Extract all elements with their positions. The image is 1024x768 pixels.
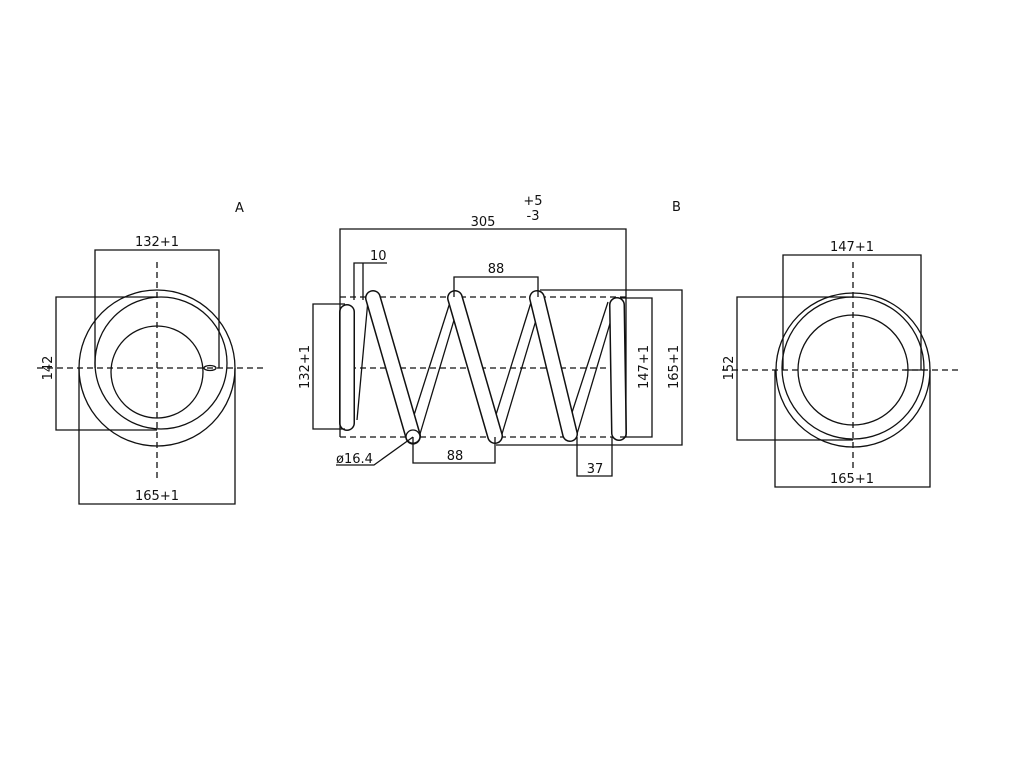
middle-coil: [94, 296, 228, 430]
tol-plus: +5: [523, 194, 542, 209]
tol-minus: -3: [527, 209, 540, 224]
dim-left-dia: 132+1: [298, 345, 313, 389]
dim-outer-dia: 165+1: [135, 489, 179, 504]
dim-length: 305: [471, 215, 496, 230]
view-label-a: A: [235, 201, 244, 216]
end-view-a: A 132+1 142 165+1: [37, 201, 265, 505]
dim-height-b: 152: [722, 356, 737, 381]
wire-end: [203, 364, 217, 372]
dim-wire: ø16.4: [336, 452, 373, 467]
dim-outer-dia-b: 165+1: [830, 472, 874, 487]
dim-pitch-bottom: 88: [447, 449, 464, 464]
dim-right-dia: 147+1: [637, 345, 652, 389]
view-label-b: B: [672, 200, 681, 215]
dim-end: 10: [370, 249, 387, 264]
dim-inner-dia-b: 147+1: [830, 240, 874, 255]
dim-pitch-top: 88: [488, 262, 505, 277]
end-view-b: 147+1 152 165+1: [722, 240, 960, 488]
inner-coil: [110, 325, 204, 419]
front-coils: [339, 290, 627, 444]
dim-inner-dia: 132+1: [135, 235, 179, 250]
side-view: +5 -3 B 3: [298, 194, 683, 477]
dim-outer-dia-side: 165+1: [667, 345, 682, 389]
dim-end-pitch: 37: [587, 462, 604, 477]
dim-height: 142: [41, 356, 56, 381]
